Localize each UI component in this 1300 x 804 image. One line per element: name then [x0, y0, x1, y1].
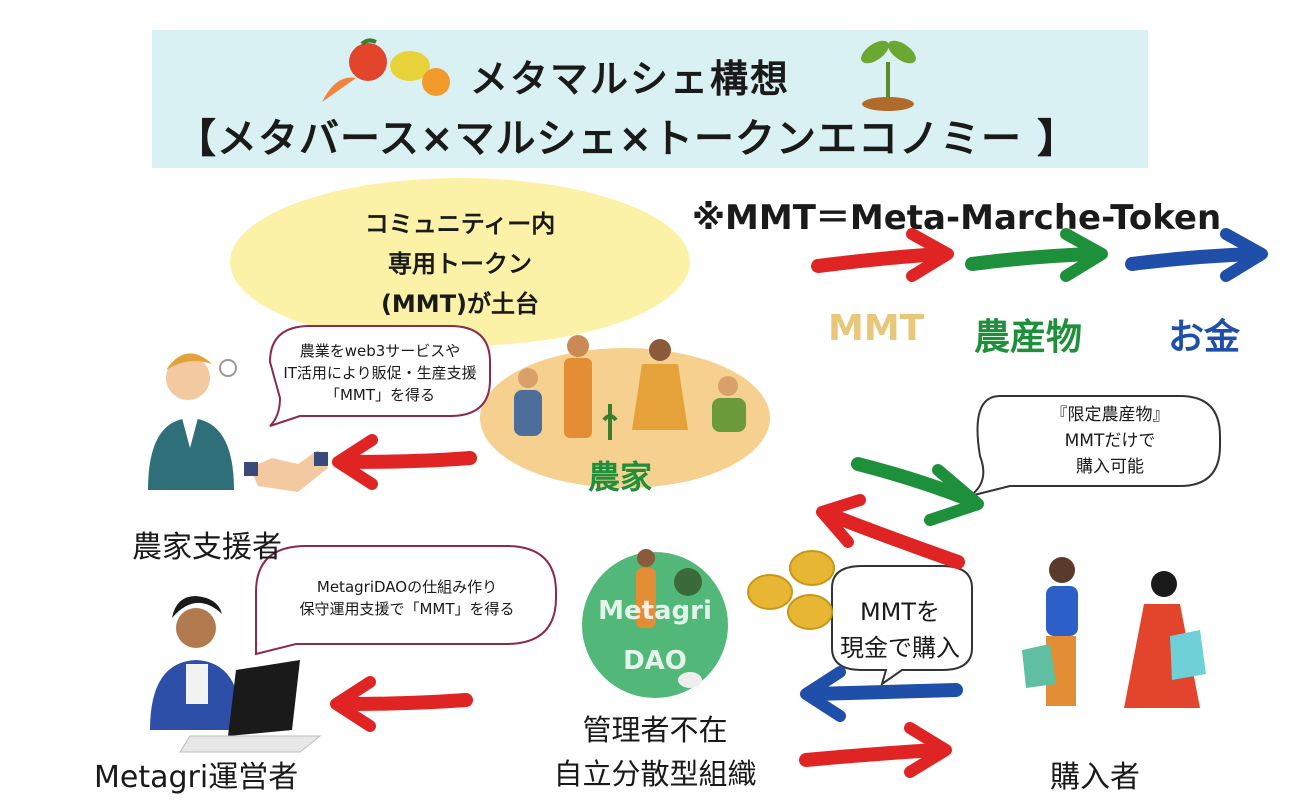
bubble-line: MetagriDAOの仕組み作り [316, 578, 498, 596]
dao-label-line: 自立分散型組織 [553, 757, 757, 791]
operator-label: Metagri運営者 [94, 760, 299, 795]
arrow-dao-to-operator [330, 676, 473, 732]
arrow-farmer-to-supporter [332, 434, 477, 490]
page-subtitle: 【メタバース×マルシェ×トークンエコノミー 】 [176, 116, 1078, 162]
farmer-ellipse [480, 348, 770, 488]
buyers-illustration [1022, 557, 1206, 708]
supporter-label: 農家支援者 [132, 530, 282, 565]
limited-bubble [969, 395, 1221, 497]
community-line: コミュニティー内 [364, 210, 556, 238]
supporter-bubble-text: 農業をweb3サービスや IT活用により販促・生産支援 「MMT」を得る [268, 340, 492, 406]
bubble-line: MMTだけで [1064, 431, 1156, 451]
bubble-line: 保守運用支援で「MMT」を得る [299, 600, 515, 618]
farmers-illustration [514, 335, 746, 440]
legend-arrow-money [1125, 228, 1268, 282]
community-ellipse [230, 178, 690, 346]
community-line: (MMT)が土台 [380, 290, 540, 318]
arrow-buyer-mmt-to-farmer [816, 494, 965, 569]
arrow-produce-to-buyer [851, 457, 984, 526]
bubble-line: 『限定農産物』 [1050, 405, 1170, 425]
bubble-line: IT活用により販促・生産支援 [283, 364, 477, 382]
bubble-line: 現金で購入 [840, 634, 960, 662]
farmer-label: 農家 [588, 458, 653, 496]
arrow-buyer-money-to-dao [800, 666, 963, 722]
dao-logo-text: Metagri DAO [582, 586, 728, 686]
legend-label-mmt: MMT [828, 308, 925, 349]
dao-logo-line: DAO [623, 646, 687, 676]
legend-label-produce: 農産物 [974, 317, 1083, 358]
legend-label-money: お金 [1168, 317, 1241, 358]
buy-bubble [831, 565, 973, 687]
community-line: 専用トークン [388, 250, 532, 278]
dao-label-line: 管理者不在 [582, 713, 728, 747]
bubble-line: 農業をweb3サービスや [299, 342, 461, 360]
sprout-icon [861, 40, 916, 111]
bubble-line: MMTを [859, 598, 941, 626]
dao-label: 管理者不在 自立分散型組織 [530, 708, 780, 796]
dao-illustration [636, 549, 702, 688]
operator-bubble [254, 545, 557, 656]
supporter-bubble [268, 325, 491, 427]
legend-arrow-mmt [811, 228, 954, 282]
page-title: メタマルシェ構想 [470, 57, 791, 101]
buyer-label: 購入者 [1050, 760, 1140, 795]
community-text: コミュニティー内 専用トークン (MMT)が土台 [330, 204, 590, 324]
fruit-icon [322, 38, 450, 102]
limited-bubble-text: 『限定農産物』 MMTだけで 購入可能 [1010, 402, 1210, 480]
legend-arrow-produce [965, 228, 1108, 282]
arrow-dao-mmt-to-buyer [799, 722, 952, 778]
supporter-illustration [148, 353, 328, 492]
title-banner [152, 30, 1148, 168]
buy-bubble-text: MMTを 現金で購入 [826, 594, 974, 666]
dao-logo-line: Metagri [598, 596, 712, 626]
operator-bubble-text: MetagriDAOの仕組み作り 保守運用支援で「MMT」を得る [262, 576, 552, 620]
mmt-definition-note: ※MMT＝Meta-Marche-Token [692, 198, 1222, 238]
operator-illustration [150, 596, 322, 753]
bubble-line: 購入可能 [1076, 457, 1144, 477]
bubble-line: 「MMT」を得る [324, 386, 436, 404]
coins-icon [747, 550, 835, 630]
